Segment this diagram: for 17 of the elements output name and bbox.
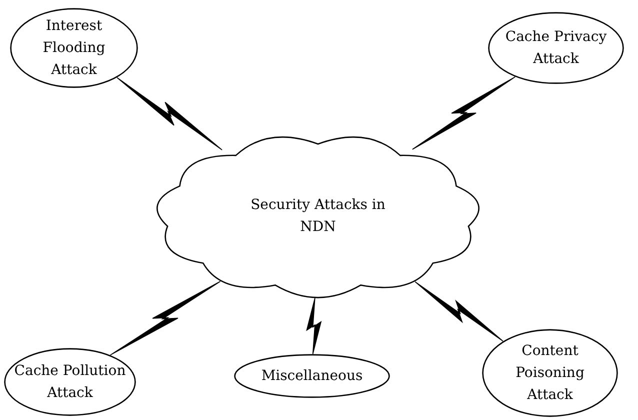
node-label: Cache Pollution Attack [13, 362, 127, 403]
attack-ellipse [234, 354, 390, 398]
attack-ellipse [482, 329, 618, 417]
attack-ellipse [4, 348, 136, 416]
node-label: Content Poisoning Attack [514, 342, 586, 405]
node-label: Security Attacks in NDN [250, 196, 386, 237]
lightning-bolt [116, 77, 222, 150]
lightning-bolt [110, 281, 221, 356]
node-label: Miscellaneous [260, 367, 364, 386]
node-label: Cache Privacy Attack [504, 28, 608, 69]
attack-ellipse [10, 8, 138, 88]
lightning-bolt [412, 76, 516, 150]
cloud-shape [156, 134, 480, 298]
lightning-bolt [306, 298, 322, 354]
attack-ellipse [488, 12, 624, 84]
lightning-bolt [414, 281, 504, 342]
node-label: Interest Flooding Attack [42, 17, 106, 80]
